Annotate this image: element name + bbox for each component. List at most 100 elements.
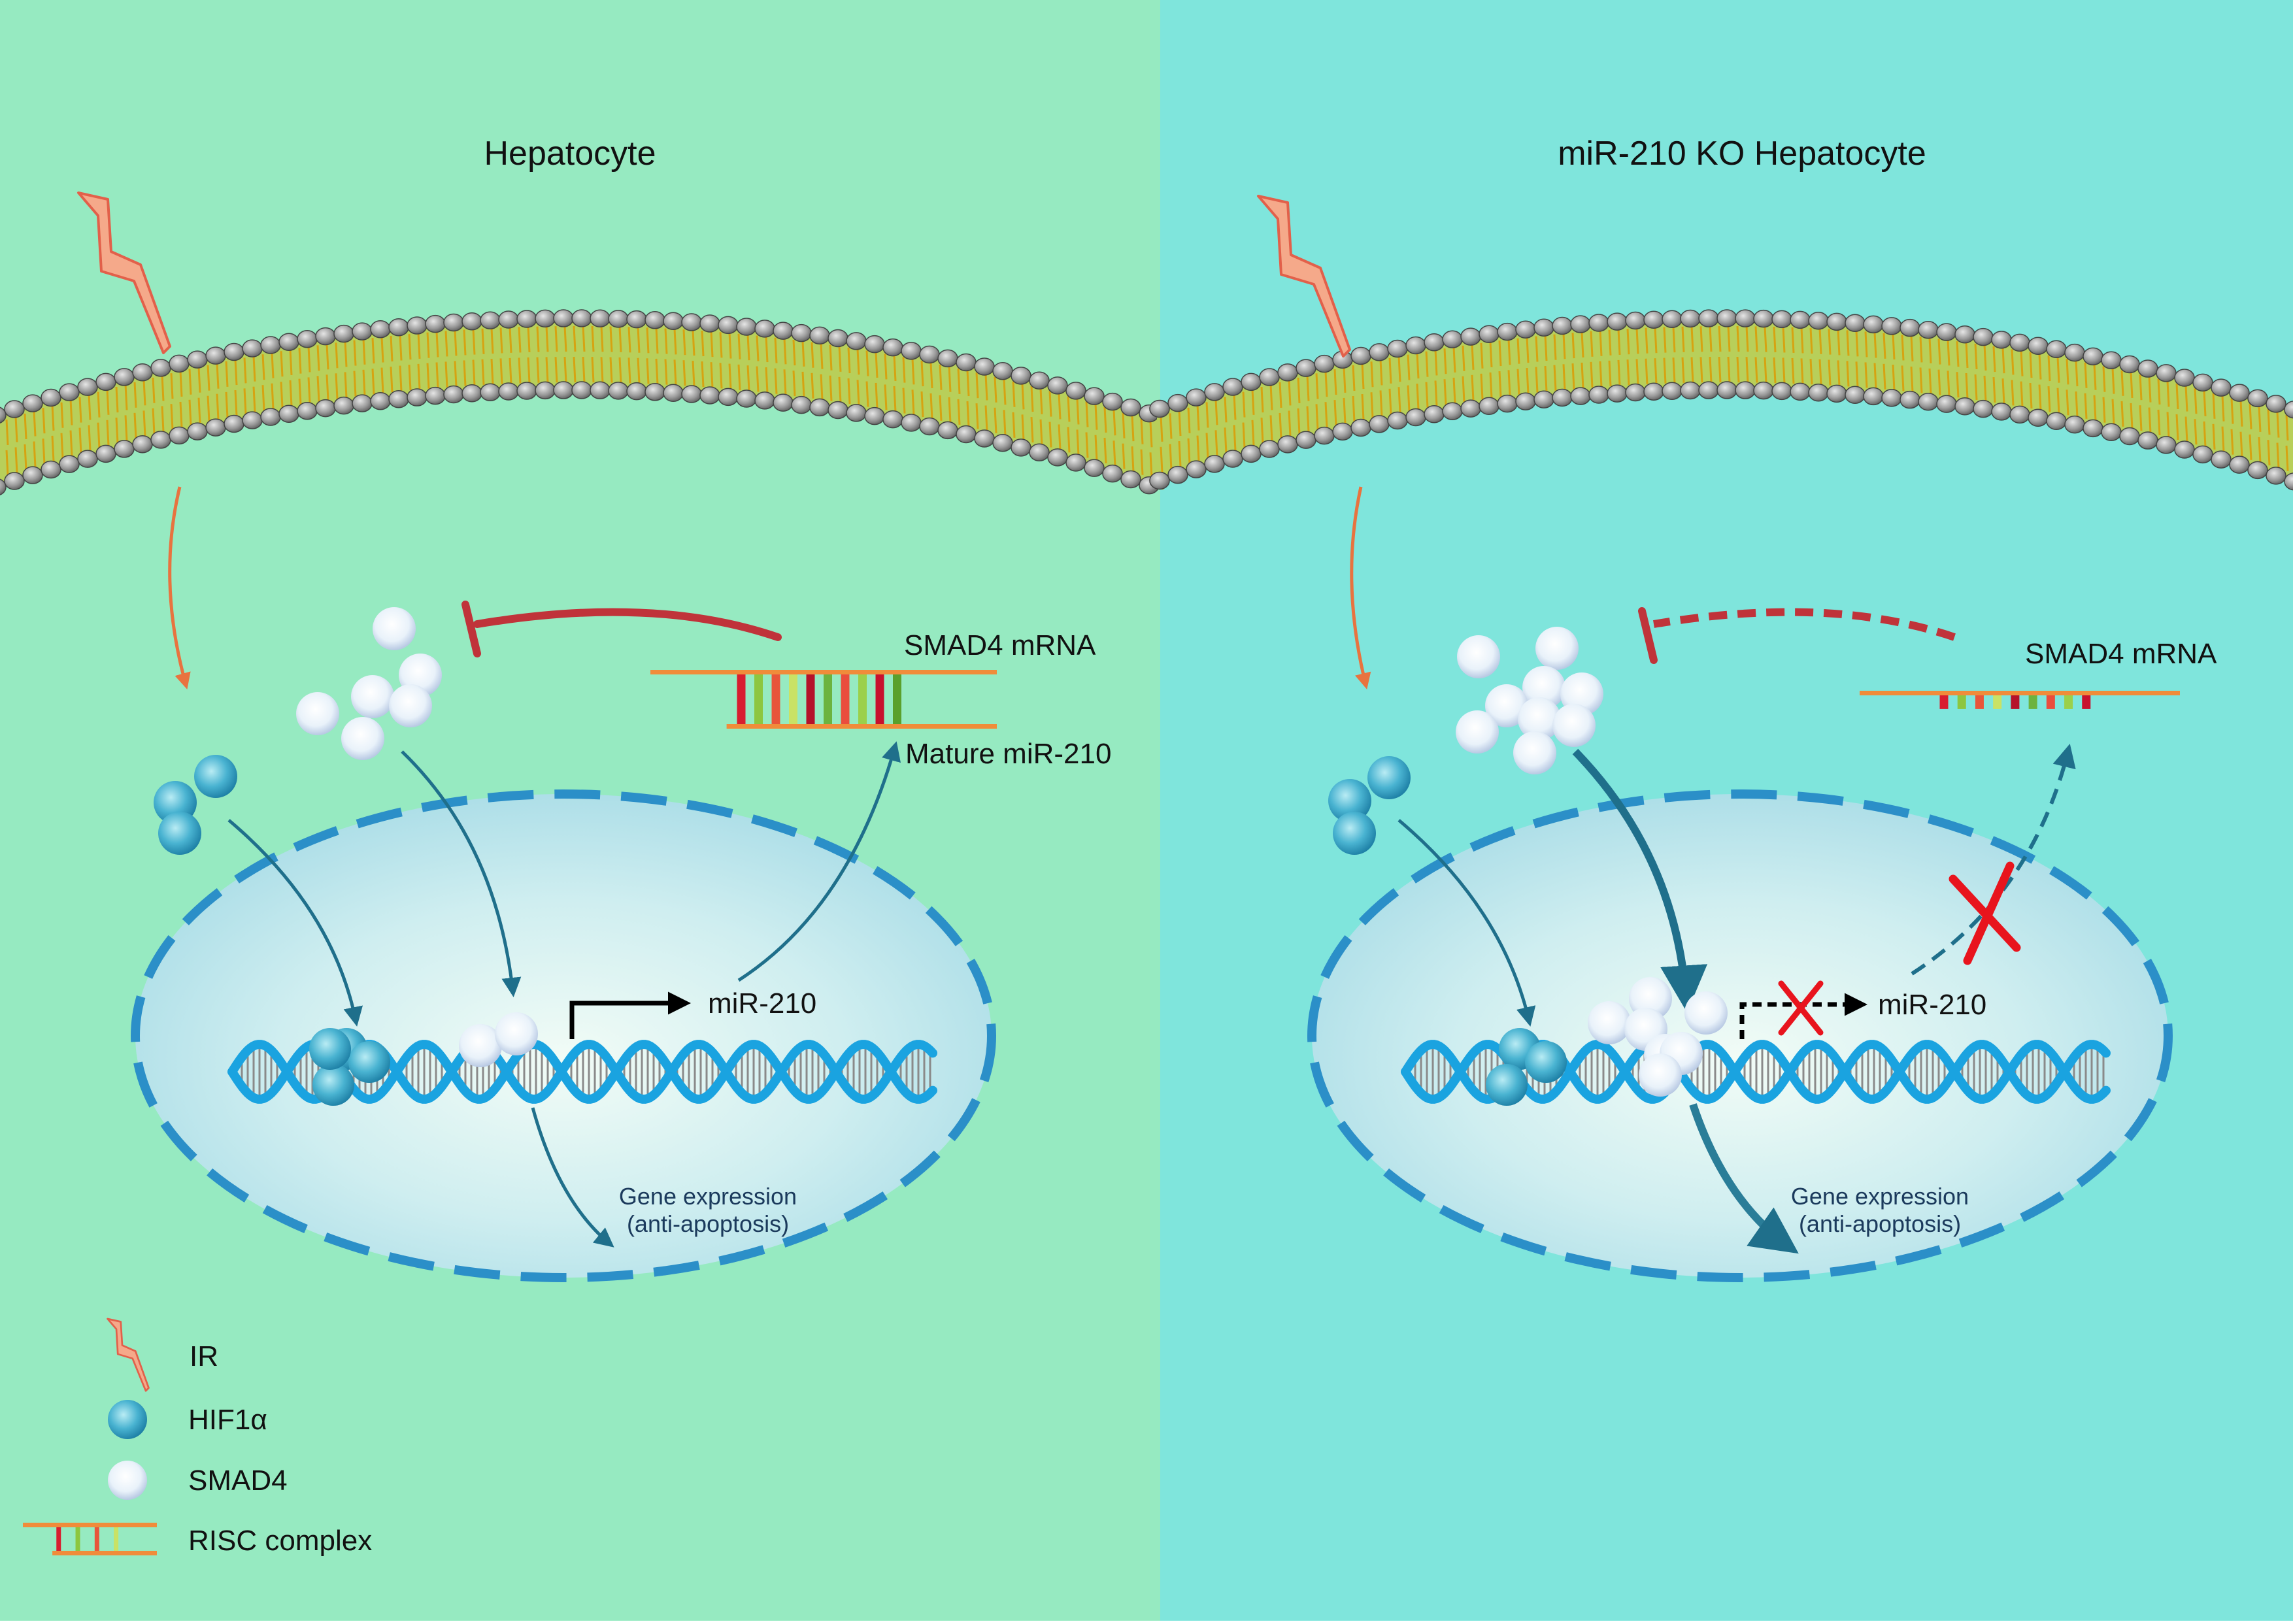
lipid-head xyxy=(1881,317,1902,335)
lipid-tail xyxy=(1837,360,1841,386)
lipid-head xyxy=(608,382,629,400)
lipid-head xyxy=(736,318,757,336)
lipid-tail xyxy=(2184,416,2188,442)
base-pair-bar xyxy=(75,1527,80,1551)
lipid-head xyxy=(1607,312,1628,331)
lipid-tail xyxy=(1681,357,1685,383)
lipid-head xyxy=(59,455,80,473)
lipid-tail xyxy=(2230,398,2234,424)
lipid-head xyxy=(1588,314,1609,332)
lipid-tail xyxy=(243,357,247,384)
lipid-tail xyxy=(1974,343,1978,370)
lipid-tail xyxy=(984,405,988,431)
lipid-head xyxy=(1973,327,1994,346)
lipid-head xyxy=(278,333,299,351)
lipid-head xyxy=(571,309,592,327)
lipid-tail xyxy=(417,333,421,359)
lipid-head xyxy=(1570,387,1591,405)
lipid-tail xyxy=(911,389,915,416)
lipid-tail xyxy=(1507,370,1511,396)
lipid-tail xyxy=(646,327,650,354)
lipid-tail xyxy=(2020,381,2024,407)
lipid-tail xyxy=(2203,390,2207,417)
lipid-bilayer-band xyxy=(1157,318,2293,482)
lipid-head xyxy=(1570,315,1591,333)
lipid-tail xyxy=(756,366,760,392)
lipid-head xyxy=(370,320,391,339)
lipid-tail xyxy=(408,334,412,360)
lipid-tail xyxy=(1269,415,1273,441)
lipid-head xyxy=(608,310,629,328)
lipid-tail xyxy=(1003,410,1007,436)
lipid-head xyxy=(2009,405,2030,424)
lipid-tail xyxy=(1242,422,1246,448)
lipid-tail xyxy=(298,348,302,374)
lipid-head xyxy=(1735,309,1756,327)
lipid-tail xyxy=(60,433,64,459)
lipid-head xyxy=(992,362,1013,380)
legend-ir-icon xyxy=(107,1317,150,1392)
lipid-tail xyxy=(774,337,778,363)
lipid-tail xyxy=(142,410,146,437)
lipid-tail xyxy=(1736,356,1740,383)
lipid-tail xyxy=(1039,388,1043,414)
lipid-tail xyxy=(280,382,284,408)
lipid-head xyxy=(1735,381,1756,399)
lipid-tail xyxy=(2130,403,2134,429)
lipid-head xyxy=(974,429,995,448)
lipid-tail xyxy=(710,362,714,388)
lipid-head xyxy=(480,311,501,329)
lipid-tail xyxy=(1214,430,1218,456)
lipid-tail xyxy=(1992,376,1996,403)
lipid-tail xyxy=(2212,393,2216,419)
lipid-head xyxy=(699,314,720,333)
lipid-head xyxy=(828,401,848,420)
lipid-tail xyxy=(170,373,174,399)
lipid-tail xyxy=(1526,367,1530,394)
lipid-tail xyxy=(2239,401,2243,427)
hif1a-sphere xyxy=(194,755,237,798)
lipid-tail xyxy=(197,397,201,423)
lipid-tail xyxy=(573,325,577,352)
gene-expression-label-right: Gene expression xyxy=(1791,1183,1969,1210)
lipid-head xyxy=(2284,472,2293,491)
lipid-tail xyxy=(1553,365,1557,391)
lipid-head xyxy=(2192,373,2213,392)
mrna-strand xyxy=(1860,691,2180,695)
lipid-tail xyxy=(1855,361,1859,388)
lipid-tail xyxy=(152,377,156,403)
lipid-tail xyxy=(1279,412,1282,439)
lipid-head xyxy=(333,396,354,415)
lipid-head xyxy=(242,411,263,429)
lipid-tail xyxy=(1370,392,1374,418)
lipid-tail xyxy=(115,418,119,444)
lipid-head xyxy=(278,405,299,423)
lipid-head xyxy=(1314,354,1335,373)
lipid-head xyxy=(1369,343,1390,361)
lipid-tail xyxy=(289,349,293,375)
lipid-tail xyxy=(1645,327,1649,354)
lipid-head xyxy=(1918,392,1939,411)
lipid-tail xyxy=(1571,333,1575,359)
mrna-strand xyxy=(23,1523,157,1527)
lipid-tail xyxy=(2075,360,2079,387)
lipid-tail xyxy=(838,376,842,403)
lipid-tail xyxy=(1873,363,1877,389)
block-cross-export-icon xyxy=(1949,861,2021,965)
lipid-tail xyxy=(1085,432,1089,458)
signal-arrow-left xyxy=(168,486,191,689)
lipid-tail xyxy=(792,339,796,366)
hif1a-sphere xyxy=(1486,1064,1528,1106)
lipid-tail xyxy=(1205,402,1209,428)
lipid-tail xyxy=(1956,341,1960,367)
lipid-tail xyxy=(1113,410,1116,436)
lipid-tail xyxy=(655,327,659,354)
lipid-tail xyxy=(2139,374,2143,401)
lipid-head xyxy=(1680,309,1701,328)
lipid-tail xyxy=(1269,384,1273,410)
lipid-tail xyxy=(628,327,631,353)
lipid-tail xyxy=(2285,445,2289,472)
smad4-sphere xyxy=(296,692,339,735)
lipid-head xyxy=(1771,382,1792,401)
lipid-head xyxy=(516,382,537,400)
